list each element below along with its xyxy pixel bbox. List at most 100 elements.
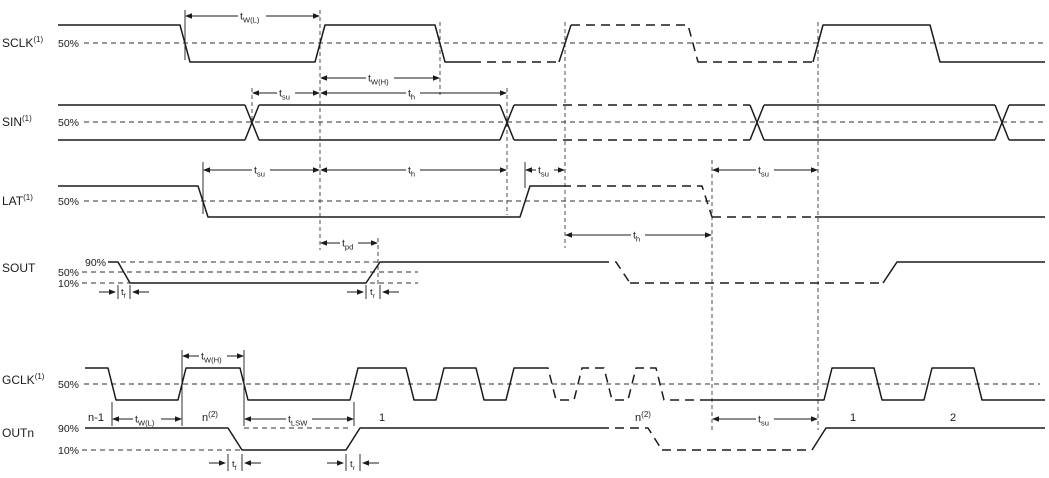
- sclk-waveform: [812, 24, 1045, 63]
- pulse-text: n-1: [88, 412, 104, 424]
- timing-label-base: t: [232, 459, 235, 470]
- arrowhead: [811, 416, 818, 422]
- level-label: 50%: [58, 196, 79, 208]
- timing-label-th: th: [408, 165, 415, 179]
- timing-label-sub: f: [124, 293, 126, 300]
- sclk-waveform: [558, 24, 572, 63]
- level-label: 50%: [58, 38, 79, 50]
- pulse-sup: (2): [641, 410, 651, 419]
- arrowhead: [347, 416, 354, 422]
- timing-label-th: th: [408, 88, 415, 102]
- label-bg: [536, 164, 554, 177]
- timing-label-base: t: [758, 165, 761, 177]
- timing-label-tsu: tsu: [758, 165, 769, 179]
- label-bg: [199, 350, 227, 363]
- level-label: 90%: [58, 423, 79, 435]
- timing-label-sub: h: [411, 93, 415, 102]
- timing-label-twh: tW(H): [201, 351, 222, 365]
- arrowhead: [132, 289, 139, 295]
- timing-label-sub: su: [282, 93, 290, 102]
- sin-crossing: [244, 104, 260, 141]
- label-bg: [406, 87, 420, 100]
- signal-sup: (1): [33, 35, 43, 44]
- timing-label-tlsw: tLSW: [288, 414, 308, 428]
- timing-label-tr: tr: [350, 459, 356, 472]
- timing-label-base: t: [538, 165, 541, 177]
- timing-label-base: t: [201, 351, 204, 363]
- timing-label-sub: LSW: [291, 419, 308, 428]
- pulse-text: n: [635, 412, 641, 424]
- arrowhead: [558, 167, 565, 173]
- outn-waveform: [811, 427, 1045, 451]
- timing-label-tf: tf: [121, 287, 126, 300]
- signal-label: SCLK(1): [2, 35, 43, 50]
- timing-label-tpd: tpd: [342, 238, 353, 252]
- timing-label-base: t: [368, 73, 371, 85]
- arrowhead: [252, 90, 259, 96]
- gclk-pulse-label: 1: [379, 412, 385, 424]
- timing-label-base: t: [350, 459, 353, 470]
- pulse-text: 1: [850, 412, 856, 424]
- arrowhead: [371, 240, 378, 246]
- arrowhead: [313, 13, 320, 19]
- arrowhead: [185, 13, 192, 19]
- gclk-waveform: [700, 367, 1045, 401]
- label-bg: [252, 164, 270, 177]
- timing-label-base: t: [408, 88, 411, 100]
- timing-label-sub: W(L): [138, 419, 155, 428]
- signal-name: SIN: [2, 115, 22, 129]
- pulse-text: n: [202, 412, 208, 424]
- timing-label-sub: r: [353, 465, 356, 472]
- gclk-waveform: [85, 367, 540, 401]
- arrowhead: [320, 75, 327, 81]
- timing-label-base: t: [135, 414, 138, 426]
- arrowhead: [109, 289, 116, 295]
- label-bg: [631, 229, 645, 242]
- arrowhead: [705, 232, 712, 238]
- pulse-text: 1: [379, 412, 385, 424]
- outn-waveform: [85, 427, 600, 451]
- signal-label: SOUT: [2, 261, 36, 275]
- timing-label-tr: tr: [370, 287, 376, 300]
- label-bg: [277, 87, 295, 100]
- timing-label-sub: pd: [345, 243, 353, 252]
- signal-name: SCLK: [2, 36, 33, 50]
- signal-name: GCLK: [2, 373, 35, 387]
- timing-label-sub: su: [761, 419, 769, 428]
- arrowhead: [320, 167, 327, 173]
- arrowhead: [244, 460, 251, 466]
- arrowhead: [320, 90, 327, 96]
- timing-label-base: t: [279, 88, 282, 100]
- signal-label: SIN(1): [2, 114, 32, 129]
- arrowhead: [337, 460, 344, 466]
- level-label: 10%: [58, 445, 79, 457]
- timing-label-sub: W(L): [243, 16, 260, 25]
- timing-label-base: t: [633, 230, 636, 242]
- level-label: 50%: [58, 267, 79, 279]
- label-bg: [756, 164, 774, 177]
- timing-label-base: t: [288, 414, 291, 426]
- timing-label-twl: tW(L): [240, 11, 260, 25]
- sout-waveform: [882, 261, 1045, 284]
- arrowhead: [811, 167, 818, 173]
- timing-label-th: th: [633, 230, 640, 244]
- label-bg: [406, 164, 420, 177]
- label-bg: [756, 413, 774, 426]
- sin-crossing: [499, 104, 515, 141]
- arrowhead: [433, 75, 440, 81]
- timing-label-sub: su: [257, 170, 265, 179]
- arrowhead: [382, 289, 389, 295]
- signal-label: OUTn: [2, 426, 34, 440]
- signal-sup: (1): [22, 114, 32, 123]
- gclk-pulse-label: n(2): [202, 410, 218, 424]
- timing-label-tsu: tsu: [538, 165, 549, 179]
- arrowhead: [244, 416, 251, 422]
- signal-sup: (1): [23, 193, 33, 202]
- arrowhead: [357, 289, 364, 295]
- arrowhead: [525, 167, 532, 173]
- signal-name: OUTn: [2, 426, 34, 440]
- arrowhead: [313, 90, 320, 96]
- lat-waveform: [562, 185, 713, 218]
- level-label: 10%: [58, 278, 79, 290]
- label-bg: [133, 413, 161, 426]
